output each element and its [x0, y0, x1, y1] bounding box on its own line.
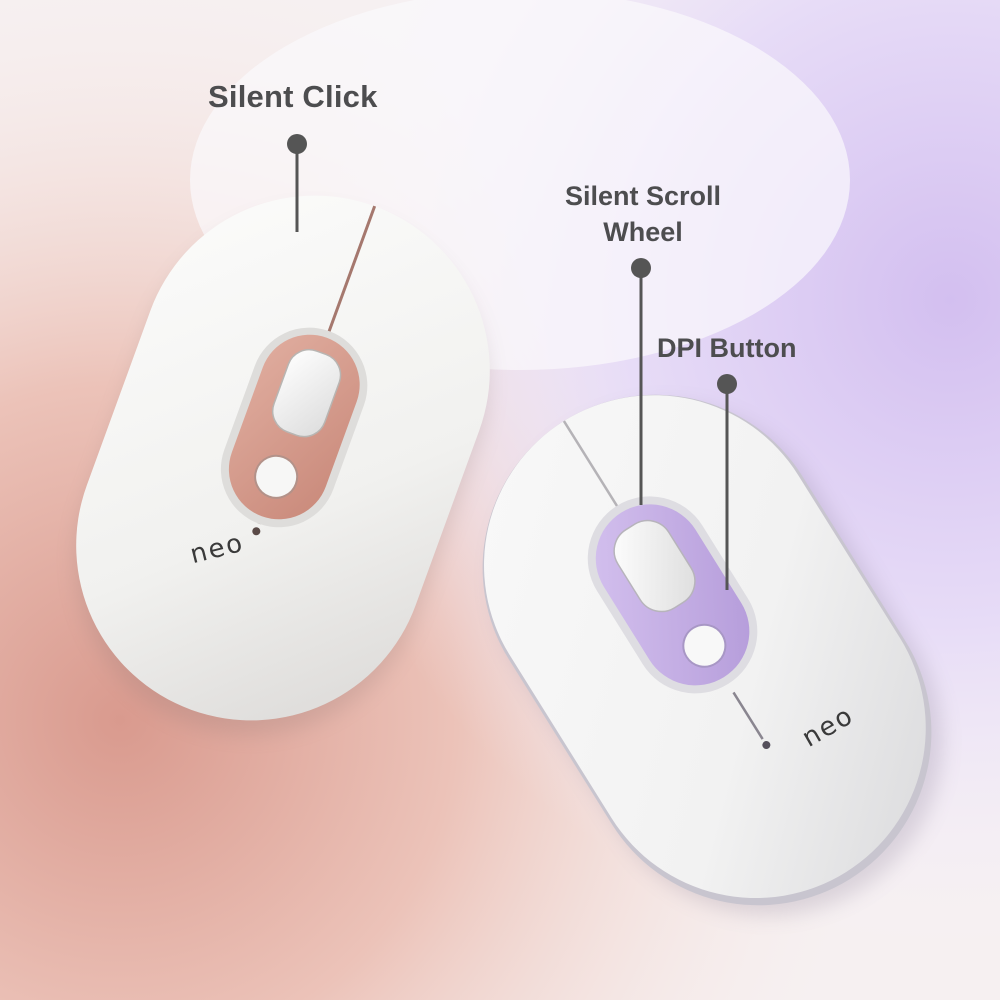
callout-leader-scroll-wheel	[631, 258, 651, 505]
right-mouse	[482, 394, 943, 916]
dpi-button-label: DPI Button	[657, 333, 797, 363]
silent-scroll-label-line1: Silent Scroll	[564, 181, 722, 211]
callout-leader-dpi-button	[717, 374, 737, 590]
callout-leader-silent-click	[287, 134, 307, 232]
silent-click-label: Silent Click	[208, 79, 378, 114]
left-mouse	[75, 195, 490, 735]
silent-scroll-label-line2: Wheel	[603, 217, 683, 247]
silent-scroll-wheel-label: Silent Scroll Wheel	[548, 178, 738, 250]
